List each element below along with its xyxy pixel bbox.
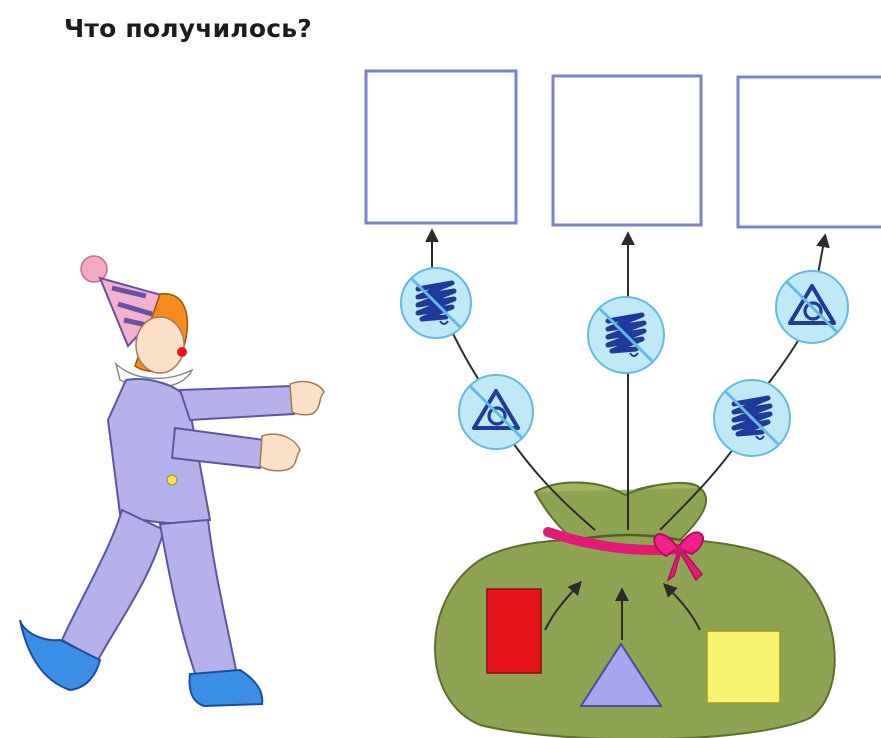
filter-left-lower xyxy=(458,374,534,450)
filter-right-upper xyxy=(775,270,849,344)
answer-box-right[interactable] xyxy=(736,75,881,229)
answer-box-middle[interactable] xyxy=(551,74,703,227)
clown-arm-lower xyxy=(170,426,266,470)
filter-right-lower xyxy=(713,379,791,457)
clown-shoe-right xyxy=(188,668,264,708)
clown-hand-lower xyxy=(259,433,301,472)
clown-face xyxy=(135,316,185,374)
hat-pompom xyxy=(80,255,108,283)
clown-figure xyxy=(19,255,325,708)
answer-box-left[interactable] xyxy=(364,69,518,225)
bow-icon xyxy=(653,531,704,582)
clown-leg-right xyxy=(158,518,238,678)
yellow-square xyxy=(706,630,781,704)
clown-arm-upper xyxy=(178,384,296,422)
sack xyxy=(434,481,836,738)
question-heading: Что получилось? xyxy=(64,14,312,43)
filter-middle xyxy=(587,296,665,374)
lilac-triangle xyxy=(579,642,663,707)
answer-boxes xyxy=(364,69,881,229)
red-rectangle xyxy=(486,588,542,674)
clown-hand-upper xyxy=(289,380,325,416)
clown-shoe-left xyxy=(19,619,102,692)
filter-left-upper xyxy=(400,267,472,339)
clown-leg-left xyxy=(60,508,166,662)
